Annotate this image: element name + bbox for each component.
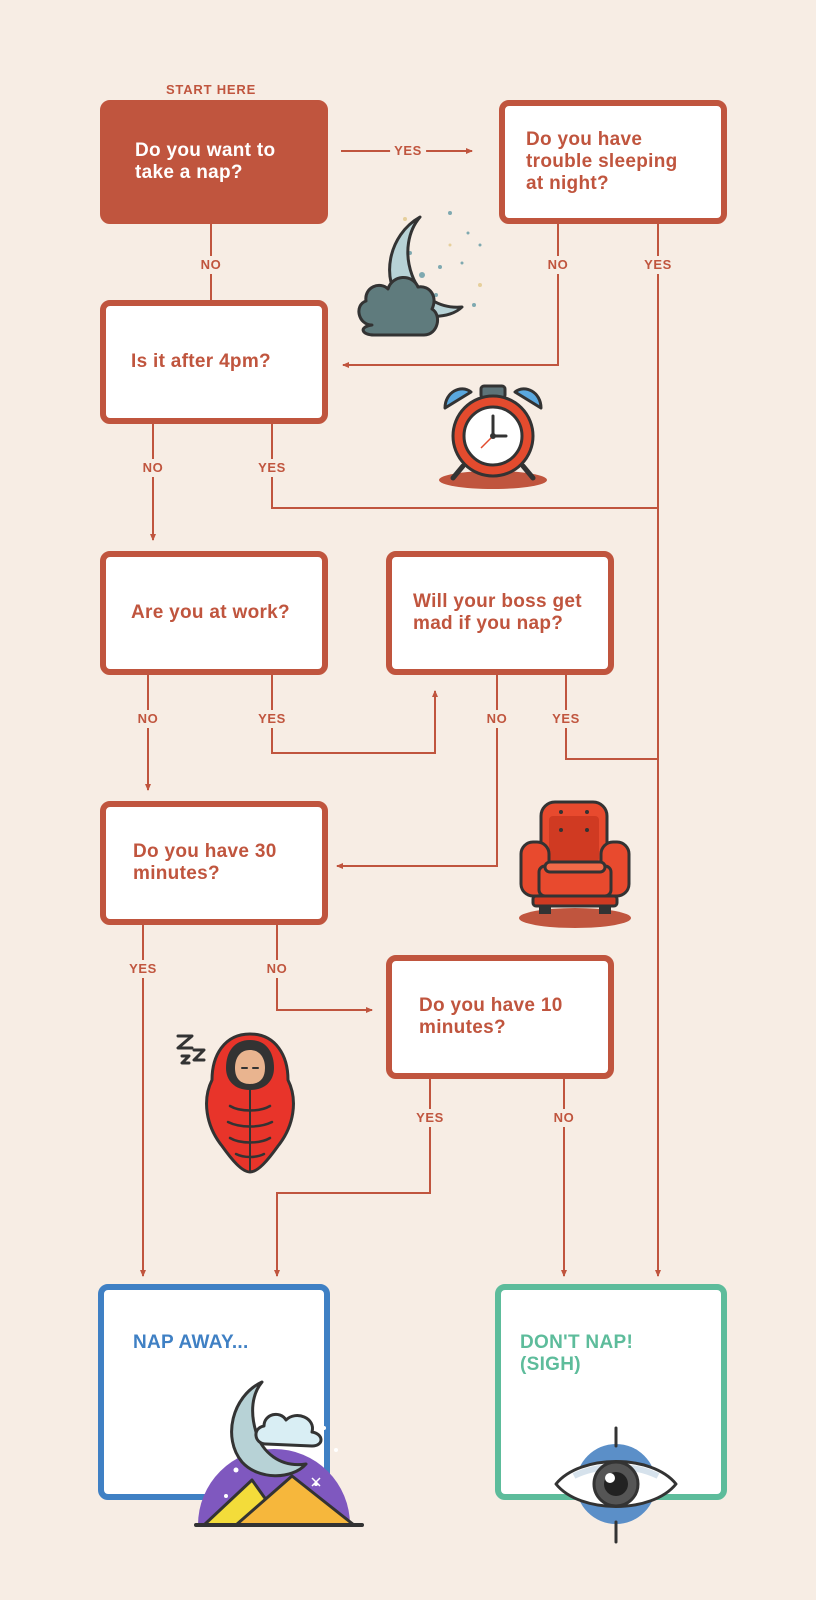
sleeping-bag-icon [176,1032,295,1174]
box-boss-mad-text: Will your boss get mad if you nap? [413,591,582,634]
box-at-work: Are you at work? [100,551,328,675]
box-at-work-text: Are you at work? [131,602,290,623]
box-want-nap-text: Do you want to take a nap? [135,140,276,183]
box-have-30: Do you have 30 minutes? [100,801,328,925]
edge-label-no: NO [196,256,226,274]
edge-label-no: NO [543,256,573,274]
box-after-4pm: Is it after 4pm? [100,300,328,424]
edge-label-yes: YES [390,142,426,160]
box-trouble-sleeping-text: Do you have trouble sleeping at night? [526,129,678,194]
edge-label-no: NO [262,960,292,978]
edge-label-no: NO [133,710,163,728]
edge-label-no: NO [138,459,168,477]
edge-label-yes: YES [254,459,290,477]
edge-label-yes: YES [548,710,584,728]
edge-label-no: NO [482,710,512,728]
armchair-icon [519,800,631,928]
moon-cloud-icon [357,211,482,337]
start-label: START HERE [165,82,257,97]
box-boss-mad: Will your boss get mad if you nap? [386,551,614,675]
box-trouble-sleeping: Do you have trouble sleeping at night? [499,100,727,224]
box-want-nap: Do you want to take a nap? [100,100,328,224]
box-have-10-text: Do you have 10 minutes? [419,995,563,1038]
edge-label-no: NO [549,1109,579,1127]
box-have-30-text: Do you have 30 minutes? [133,841,277,884]
box-after-4pm-text: Is it after 4pm? [131,351,271,372]
result-nap-away-text: NAP AWAY... [133,1332,249,1353]
edge-label-yes: YES [640,256,676,274]
box-have-10: Do you have 10 minutes? [386,955,614,1079]
edge-label-yes: YES [254,710,290,728]
edge-label-yes: YES [125,960,161,978]
edge-label-yes: YES [412,1109,448,1127]
result-dont-nap-text: DON'T NAP! (SIGH) [520,1332,634,1375]
eye-icon [554,1426,678,1544]
alarm-clock-icon [439,384,547,489]
night-mountain-icon [194,1380,364,1527]
